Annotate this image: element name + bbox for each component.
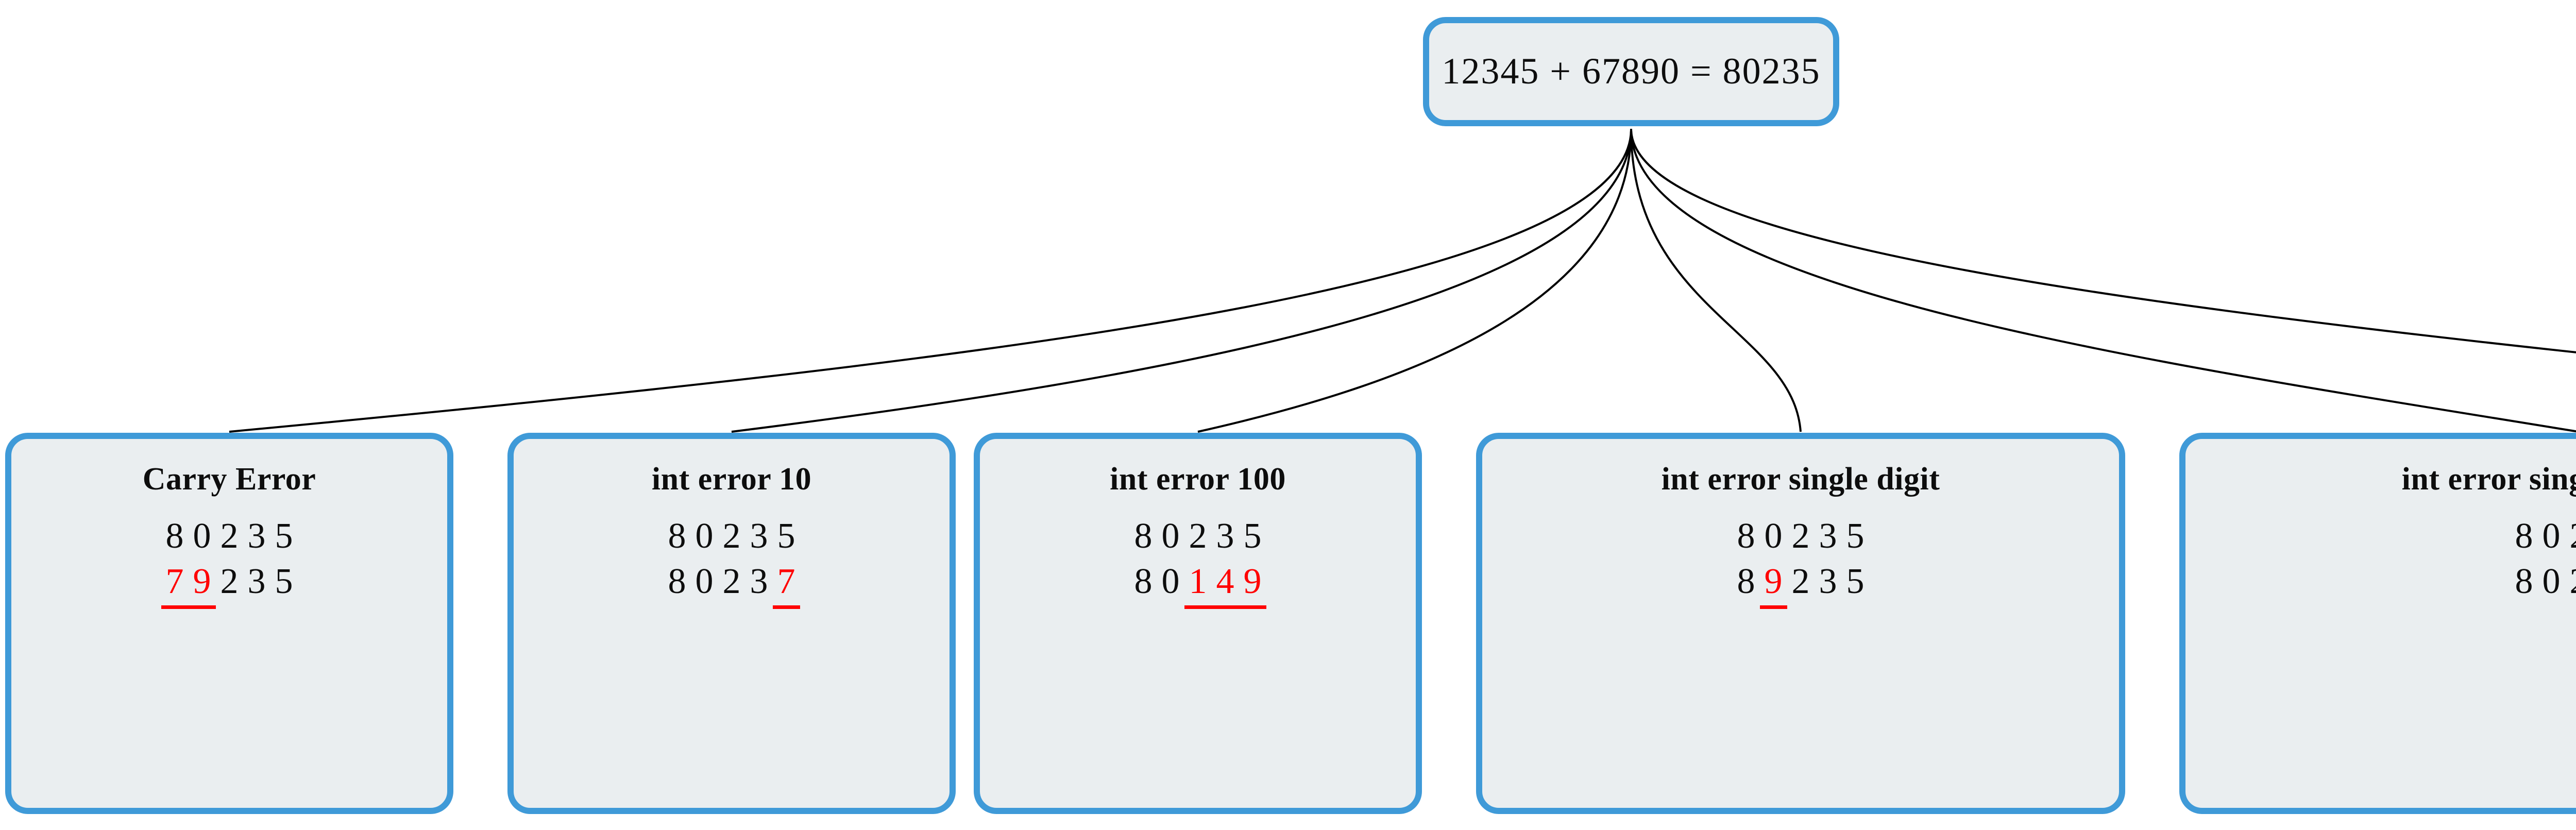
root-node-equation[interactable]: 12345 + 67890 = 80235: [1423, 17, 1839, 126]
digit: 2: [220, 562, 239, 602]
edge-root-to-leaf-4: [1630, 128, 2576, 433]
digit-error: 9: [1239, 559, 1266, 609]
digit-error: 7: [772, 559, 800, 609]
edge-root-to-leaf-5: [1630, 128, 2576, 353]
digit: 3: [1819, 516, 1837, 556]
digit: 2: [722, 562, 741, 602]
digit-error: 4: [1211, 559, 1239, 609]
digit: 5: [1243, 516, 1262, 556]
digit: 8: [668, 516, 686, 556]
digit-error: 1: [1184, 559, 1212, 609]
digit: 8: [165, 516, 184, 556]
digit: 5: [1846, 516, 1865, 556]
digit: 0: [1161, 562, 1180, 602]
digit: 2: [722, 516, 741, 556]
digit: 2: [2565, 559, 2576, 609]
digit: 8: [1134, 516, 1153, 556]
digit: 0: [2542, 562, 2561, 602]
leaf-node-title: int error 10: [651, 462, 812, 497]
digit: 5: [1846, 562, 1865, 602]
digit: 2: [1189, 516, 1207, 556]
digit: 0: [193, 516, 211, 556]
edge-root-to-leaf-1: [731, 128, 1632, 433]
digit: 0: [695, 562, 714, 602]
digit: 3: [247, 562, 266, 602]
digit: 8: [2515, 562, 2533, 602]
digit: 2: [220, 516, 239, 556]
digit: 8: [2515, 516, 2533, 556]
leaf-node-title: int error single digit: [1661, 462, 1940, 497]
digit: 2: [2565, 514, 2576, 559]
digit: 0: [1161, 516, 1180, 556]
digit-error: 7: [161, 559, 189, 609]
digit-error: 9: [1759, 559, 1787, 609]
digit: 5: [275, 562, 293, 602]
correct-answer-row: 80235: [2511, 514, 2576, 559]
wrong-answer-row: 80245: [2511, 559, 2576, 609]
digit: 3: [1819, 562, 1837, 602]
leaf-node-int-error-single-digit-close[interactable]: int error single digit close 80235 80245: [2179, 433, 2576, 814]
digit: 3: [750, 562, 768, 602]
digit-comparison-block: 80235 80245: [2511, 514, 2576, 609]
edge-root-to-leaf-3: [1630, 128, 1802, 432]
digit: 2: [1791, 516, 1810, 556]
digit: 5: [777, 516, 795, 556]
digit: 2: [1791, 562, 1810, 602]
leaf-node-title: int error single digit close: [2401, 462, 2576, 497]
digit: 3: [247, 516, 266, 556]
digit: 0: [1764, 516, 1783, 556]
digit: 0: [2542, 516, 2561, 556]
edge-root-to-leaf-0: [229, 128, 1632, 433]
digit: 8: [1737, 516, 1755, 556]
leaf-node-title: int error 100: [1110, 462, 1286, 497]
digit: 8: [1134, 562, 1153, 602]
digit: 5: [275, 516, 293, 556]
digit: 8: [1737, 562, 1755, 602]
leaf-node-title: Carry Error: [142, 462, 316, 497]
digit-error: 9: [188, 559, 216, 609]
digit: 8: [668, 562, 686, 602]
edge-root-to-leaf-2: [1197, 128, 1632, 433]
digit: 3: [1216, 516, 1234, 556]
root-node-label: 12345 + 67890 = 80235: [1442, 50, 1821, 92]
digit: 3: [750, 516, 768, 556]
digit: 0: [695, 516, 714, 556]
